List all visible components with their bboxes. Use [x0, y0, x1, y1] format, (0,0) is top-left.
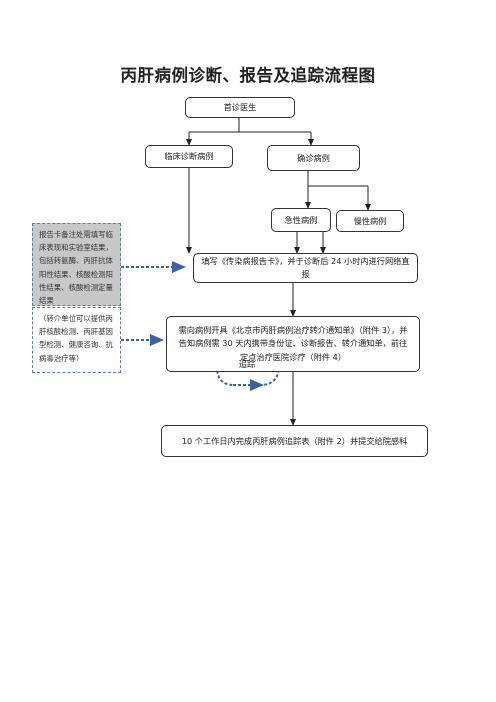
node-confirmed: 确诊病例	[267, 145, 360, 171]
node-referral: 需向病例开具《北京市丙肝病例治疗转介通知单》（附件 3），并告知病例需 30 天…	[166, 316, 420, 372]
node-final: 10 个工作日内完成丙肝病例追踪表（附件 2）并提交给院感科	[161, 425, 428, 457]
track-label: 追踪	[238, 359, 256, 369]
page-title: 丙肝病例诊断、报告及追踪流程图	[120, 66, 376, 85]
node-report: 填写《传染病报告卡》，并于诊断后 24 小时内进行网络直报	[193, 253, 418, 283]
node-acute: 急性病例	[271, 208, 331, 232]
referral-note: （转介单位可以提供丙肝核酸检测、丙肝基因型检测、健康咨询、抗病毒治疗等）	[32, 307, 121, 373]
node-doctor: 首诊医生	[185, 97, 295, 118]
node-clinical: 临床诊断病例	[145, 145, 233, 168]
report-note: 报告卡备注处需填写临床表现和实验室结果，包括转氨酶、丙肝抗体阳性结果、核酸检测阳…	[32, 223, 121, 306]
node-chronic: 慢性病例	[336, 210, 404, 232]
